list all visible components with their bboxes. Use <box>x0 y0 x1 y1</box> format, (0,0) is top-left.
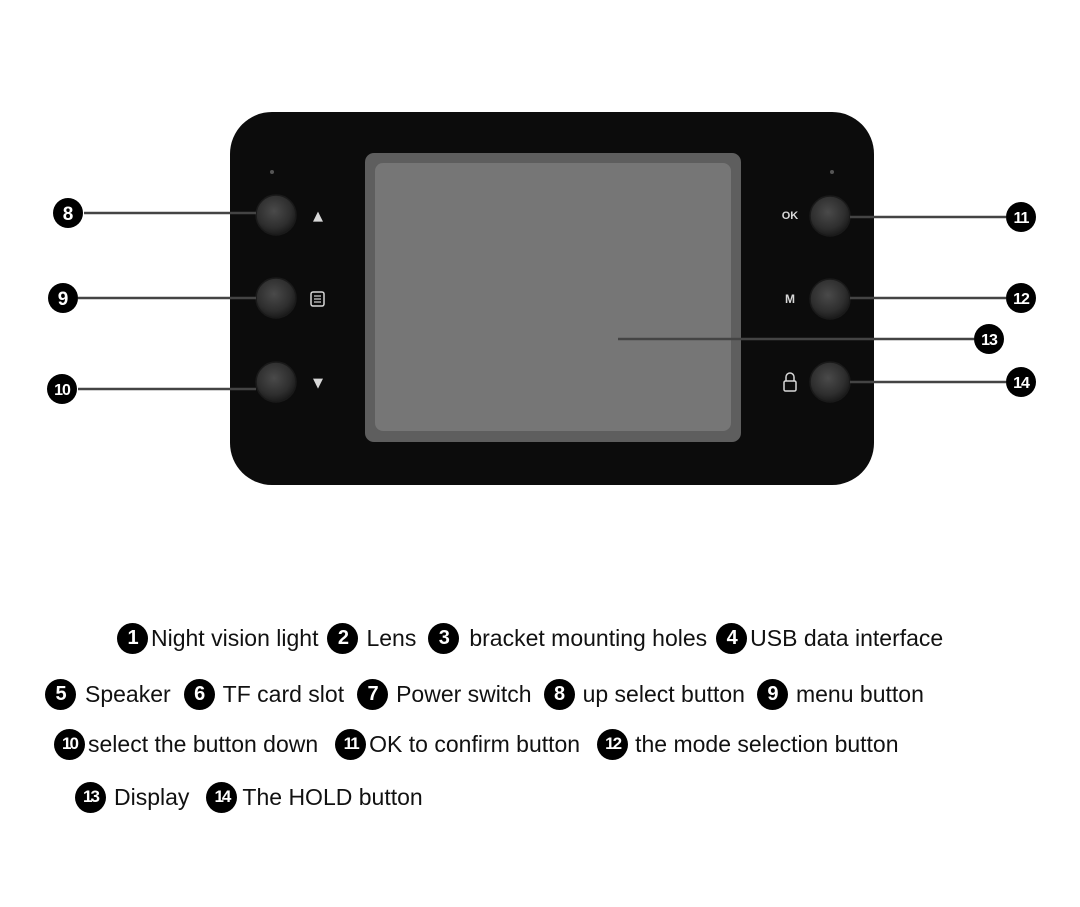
legend-item-mode-selection: 12 the mode selection button <box>597 728 899 760</box>
legend-item-usb: 4 USB data interface <box>716 622 944 654</box>
legend-item-power-switch: 7 Power switch <box>357 678 532 710</box>
callout-badge-9: 9 <box>48 283 78 313</box>
legend-item-select-down: 10 select the button down <box>54 728 319 760</box>
legend-number-badge: 4 <box>716 622 748 654</box>
legend-item-speaker: 5 Speaker <box>45 678 171 710</box>
up-button[interactable] <box>255 194 297 236</box>
device-diagram: ▲ ▼ OK M 8 9 10 11 12 13 <box>47 112 1036 485</box>
legend-label: select the button down <box>88 730 319 757</box>
legend-number-badge: 9 <box>756 678 788 710</box>
legend-number-badge: 14 <box>206 781 238 813</box>
legend-label: bracket mounting holes <box>469 624 708 651</box>
svg-text:10: 10 <box>54 382 71 399</box>
up-arrow-icon: ▲ <box>313 209 323 224</box>
down-button[interactable] <box>255 361 297 403</box>
legend-item-night-vision: 1 Night vision light <box>117 622 319 654</box>
legend-number-badge: 2 <box>327 622 359 654</box>
legend-number-badge: 8 <box>543 678 575 710</box>
legend-number-badge: 10 <box>54 728 85 760</box>
legend-label: The HOLD button <box>242 783 423 810</box>
legend-label: TF card slot <box>222 680 345 707</box>
svg-text:12: 12 <box>1013 291 1030 308</box>
legend-row-2: 5 Speaker 6 TF card slot 7 Power switch … <box>45 677 924 711</box>
down-arrow-icon: ▼ <box>313 376 323 391</box>
legend-label: OK to confirm button <box>369 730 581 757</box>
legend-number-badge: 6 <box>183 678 215 710</box>
legend-number-badge: 13 <box>75 781 106 813</box>
menu-button[interactable] <box>255 277 297 319</box>
svg-text:13: 13 <box>981 332 998 349</box>
callout-badge-14: 14 <box>1006 367 1036 397</box>
ok-label: OK <box>782 210 799 222</box>
legend-item-up-select: 8 up select button <box>543 678 745 710</box>
legend-number-badge: 11 <box>335 728 367 760</box>
legend-item-tf-card: 6 TF card slot <box>183 678 345 710</box>
legend-number-badge: 7 <box>357 678 389 710</box>
callout-badge-8: 8 <box>53 198 83 228</box>
svg-text:9: 9 <box>58 289 69 310</box>
svg-text:11: 11 <box>1014 210 1030 227</box>
lock-icon <box>783 372 797 392</box>
legend-row-3: 10 select the button down 11 OK to confi… <box>54 727 899 761</box>
legend-label: the mode selection button <box>635 730 899 757</box>
legend-label: Night vision light <box>151 624 319 651</box>
legend-item-ok-confirm: 11 OK to confirm button <box>335 728 581 760</box>
legend-number-badge: 3 <box>428 622 460 654</box>
legend-label: menu button <box>795 680 924 707</box>
legend-label: up select button <box>582 680 745 707</box>
hold-button[interactable] <box>809 361 851 403</box>
callout-badge-13: 13 <box>974 324 1004 354</box>
display-screen[interactable] <box>375 163 731 431</box>
mode-label: M <box>785 292 795 306</box>
legend-item-bracket-holes: 3 bracket mounting holes <box>428 622 708 654</box>
callout-badge-11: 11 <box>1006 202 1036 232</box>
callout-badge-10: 10 <box>47 374 77 404</box>
callout-badge-12: 12 <box>1006 283 1036 313</box>
legend-label: Display <box>114 783 190 810</box>
legend-item-hold: 14 The HOLD button <box>206 781 423 813</box>
legend-label: Power switch <box>396 680 532 707</box>
legend-item-menu: 9 menu button <box>756 678 924 710</box>
legend-row-1: 1 Night vision light 2 Lens 3 bracket mo… <box>117 621 943 655</box>
svg-text:8: 8 <box>63 204 74 225</box>
mode-button[interactable] <box>809 278 851 320</box>
menu-icon <box>310 291 325 307</box>
indicator-dot-left <box>270 170 274 174</box>
legend-number-badge: 5 <box>45 678 76 710</box>
legend-number-badge: 1 <box>117 622 148 654</box>
legend-label: Speaker <box>85 680 171 707</box>
legend-row-4: 13 Display 14 The HOLD button <box>75 780 423 814</box>
legend-label: Lens <box>366 624 417 651</box>
indicator-dot-right <box>830 170 834 174</box>
legend-number-badge: 12 <box>597 728 629 760</box>
svg-text:14: 14 <box>1013 375 1030 392</box>
legend-item-lens: 2 Lens <box>327 622 417 654</box>
legend-item-display: 13 Display <box>75 781 190 813</box>
ok-button[interactable] <box>809 195 851 237</box>
legend-label: USB data interface <box>750 624 944 651</box>
